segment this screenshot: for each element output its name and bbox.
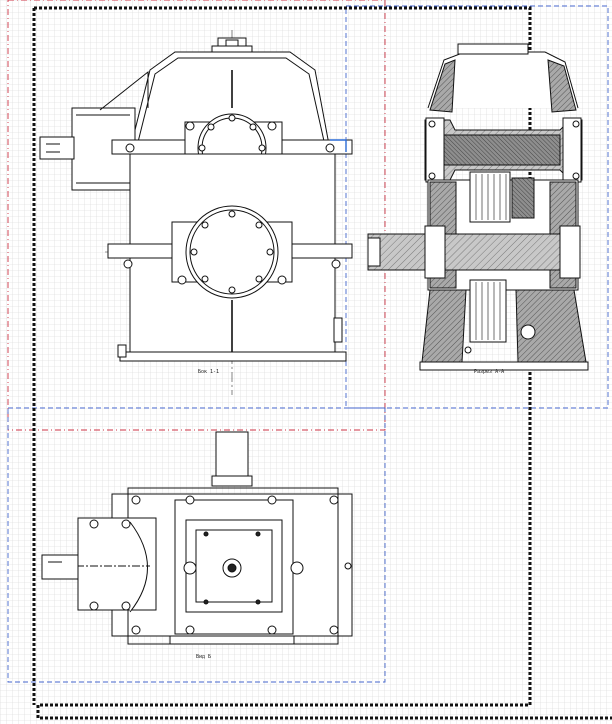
side-base-housing (421, 289, 467, 363)
side-view-label: Разрез А-А (474, 369, 504, 375)
sheet-border-dashed (32, 6, 612, 720)
front-input-shaft (39, 136, 75, 160)
top-view-label: Вид Б (196, 654, 211, 660)
blue-frame-top (7, 407, 386, 683)
front-elevation-view[interactable] (39, 30, 353, 395)
viewport-frames (7, 0, 609, 683)
side-section-view[interactable] (367, 43, 589, 371)
lower-bearing-cap (185, 205, 279, 299)
plan-input-shaft (41, 554, 79, 580)
plan-view[interactable] (41, 431, 353, 645)
front-view-label: Бок 1-1 (198, 369, 219, 375)
side-output-shaft (367, 233, 573, 271)
blue-frame-side (345, 5, 609, 409)
